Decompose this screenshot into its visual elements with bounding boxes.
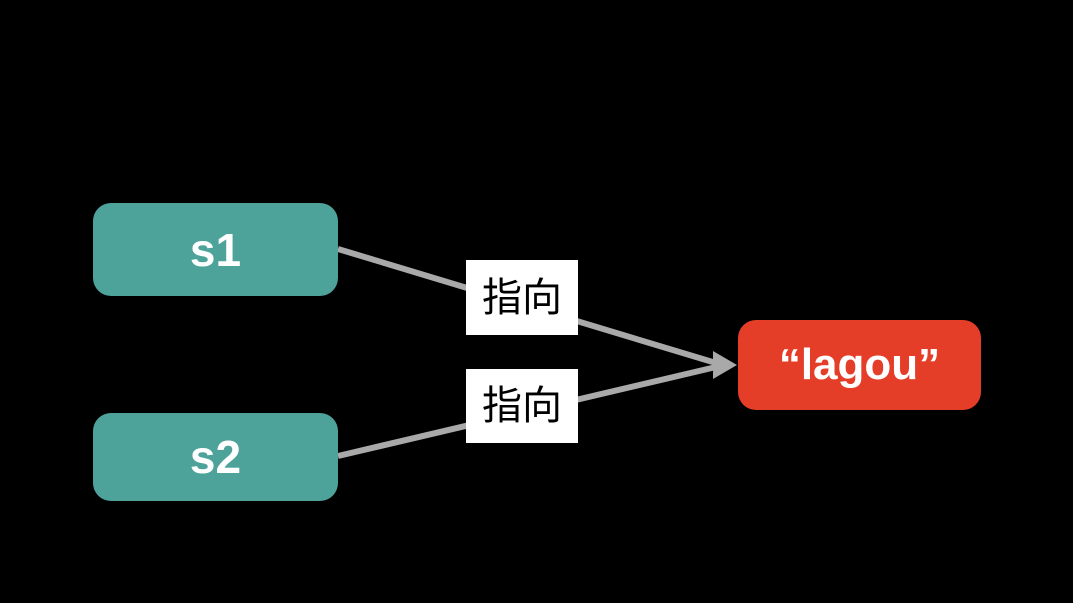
node-s2-label: s2 bbox=[189, 431, 242, 483]
node-s1[interactable]: s1 bbox=[93, 203, 338, 296]
node-s2[interactable]: s2 bbox=[93, 413, 338, 501]
node-s1-label: s1 bbox=[189, 223, 242, 276]
node-lagou-label: “lagou” bbox=[778, 340, 941, 389]
node-lagou[interactable]: “lagou” bbox=[738, 320, 981, 410]
edge-label-s1-to-lagou: 指向 bbox=[466, 260, 578, 335]
edge-label-s2-text: 指向 bbox=[482, 384, 562, 428]
edge-label-s1-text: 指向 bbox=[482, 275, 562, 320]
arrowhead-icon bbox=[713, 351, 737, 379]
edge-label-s2-to-lagou: 指向 bbox=[466, 369, 578, 443]
